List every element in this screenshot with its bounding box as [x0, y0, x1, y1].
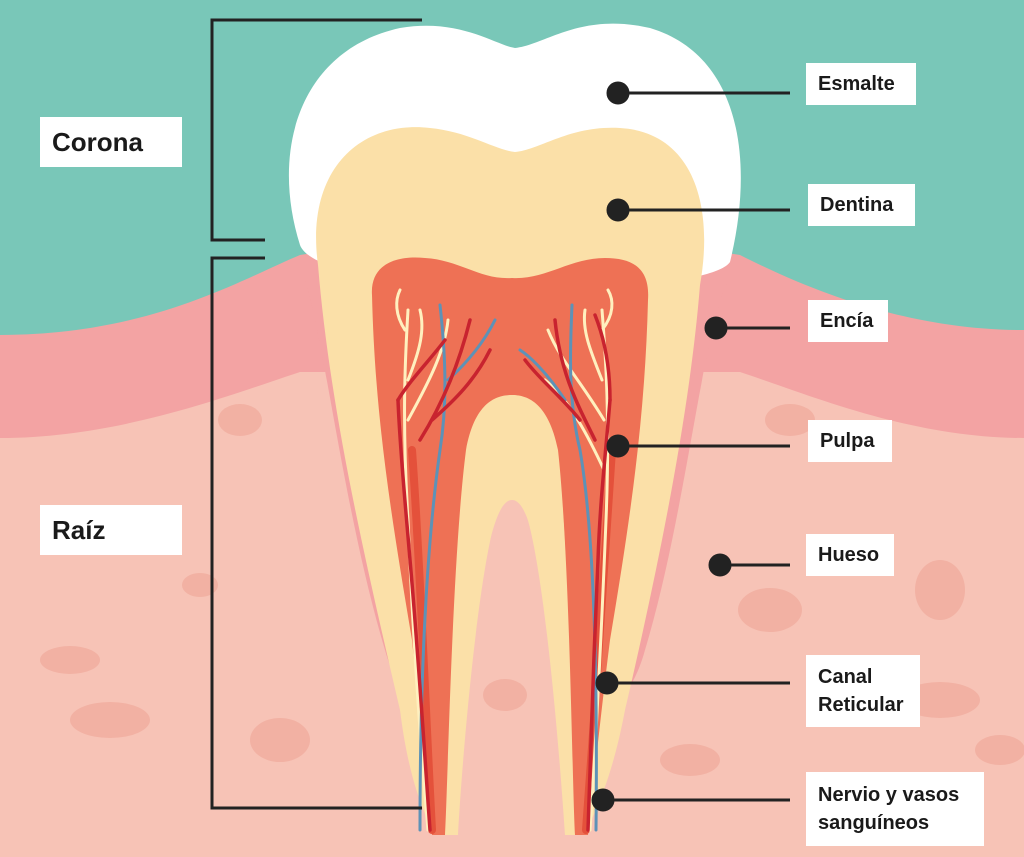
marker-pulp	[606, 434, 630, 458]
bone-spots	[40, 404, 1024, 776]
bone-label: Hueso	[806, 534, 894, 576]
dentin-inner	[457, 405, 568, 700]
dentin-label: Dentina	[808, 184, 915, 226]
marker-canal	[595, 671, 619, 695]
leader-lines	[591, 81, 790, 812]
marker-gum	[704, 316, 728, 340]
crown-bracket	[210, 18, 422, 242]
gum-label: Encía	[808, 300, 888, 342]
root-bracket	[210, 256, 422, 810]
section-brackets	[210, 18, 422, 810]
canal-label: Canal Reticular	[806, 655, 920, 727]
arteries	[396, 313, 612, 832]
pulp-label: Pulpa	[808, 420, 892, 462]
nerves-label: Nervio y vasos sanguíneos	[806, 772, 984, 846]
marker-nerves	[591, 788, 615, 812]
marker-bone	[708, 553, 732, 577]
marker-enamel	[606, 81, 630, 105]
root-label: Raíz	[40, 505, 182, 555]
marker-dentin	[606, 198, 630, 222]
crown-label: Corona	[40, 117, 182, 167]
enamel-label: Esmalte	[806, 63, 916, 105]
